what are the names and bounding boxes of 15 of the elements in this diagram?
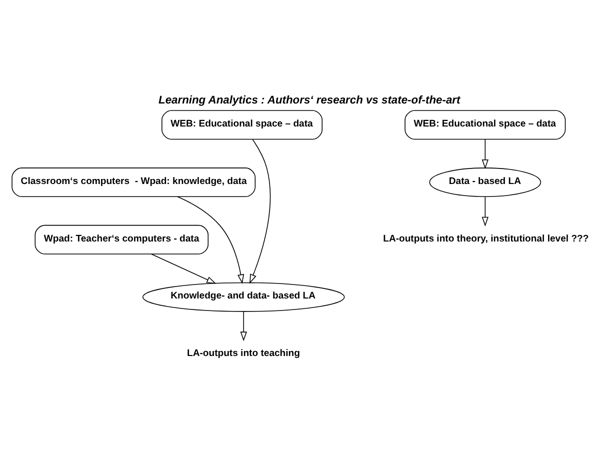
diagram-title: Learning Analytics : Authors‘ research vs state-of-the-art [158, 94, 460, 107]
arrow [482, 196, 489, 226]
node-box: Wpad: Teacher‘s computers - data [34, 224, 209, 254]
arrow [250, 138, 271, 284]
node-text: LA-outputs into teaching [187, 348, 300, 360]
node-box: Classroom‘s computers - Wpad: knowledge, data [12, 168, 256, 198]
node-ellipse: Knowledge- and data- based LA [142, 282, 345, 312]
arrow [177, 196, 244, 284]
node-ellipse: Data - based LA [429, 168, 542, 198]
node-box: WEB: Educational space – data [162, 110, 323, 140]
arrow [151, 254, 216, 284]
node-box: WEB: Educational space – data [404, 110, 566, 140]
arrow [482, 139, 489, 170]
node-text: LA-outputs into theory, institutional level ??? [383, 233, 589, 244]
arrow [240, 311, 247, 342]
